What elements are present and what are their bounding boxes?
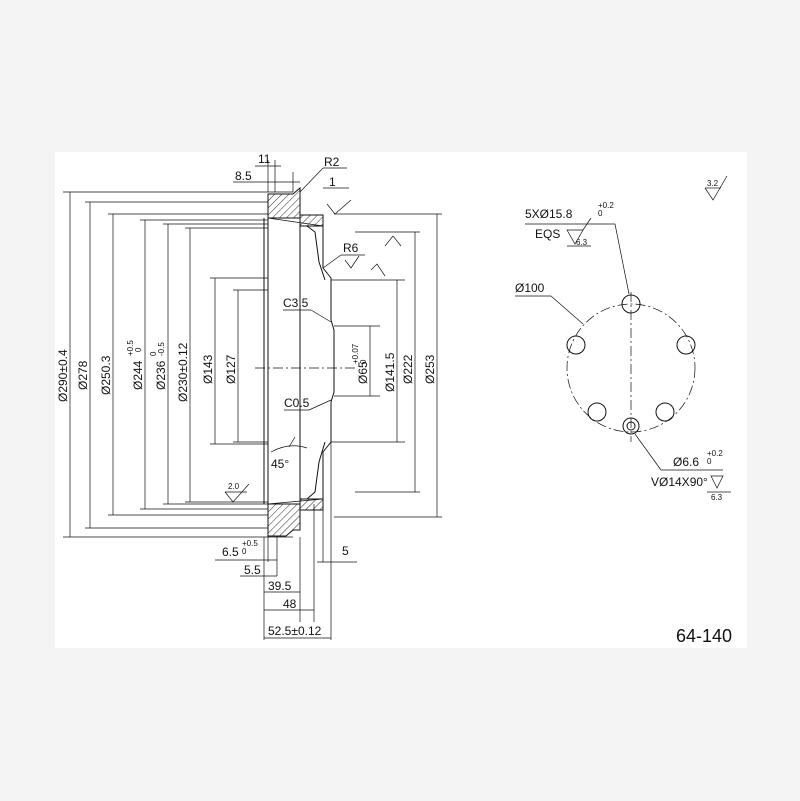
dim-230: Ø230±0.12	[176, 342, 190, 402]
dim-5: 5	[342, 544, 349, 558]
technical-drawing: Ø290±0.4 Ø278 Ø250.3 Ø244 Ø236 Ø230±0.12…	[56, 152, 731, 640]
section-view: Ø290±0.4 Ø278 Ø250.3 Ø244 Ø236 Ø230±0.12…	[56, 152, 442, 640]
dim-253: Ø253	[423, 354, 437, 384]
bolt-hole-5	[566, 335, 586, 355]
bolt-hole-4	[587, 402, 607, 422]
dim-143: Ø143	[201, 354, 215, 384]
roughness-mark-4	[344, 255, 360, 269]
holes-tol-lower: 0	[598, 209, 603, 218]
roughness-mark-face	[224, 483, 250, 503]
roughness-general-mark	[704, 175, 728, 201]
roughness-mark-3	[370, 263, 386, 277]
callout-c3-5: C3.5	[283, 296, 309, 310]
part-number: 64-140	[676, 626, 733, 646]
dim-r2: R2	[324, 155, 340, 169]
hole-pattern-view: 5XØ15.8 +0.2 0 EQS 6.3 Ø100 Ø6.6 +0.2 0 …	[515, 175, 731, 502]
dim-244-tol-upper: +0.5	[126, 340, 135, 356]
dim-8-5: 8.5	[235, 169, 252, 183]
bolt-hole-3	[655, 402, 675, 422]
roughness-mark-1	[326, 199, 352, 215]
holes-tol-upper: +0.2	[598, 201, 614, 210]
pilot-tol-lower: 0	[707, 457, 712, 466]
dim-65: Ø65	[356, 361, 370, 384]
dim-65-tol-upper: +0.07	[351, 343, 360, 364]
dim-250-3: Ø250.3	[99, 355, 113, 395]
dim-141-5: Ø141.5	[383, 352, 397, 392]
pilot-label: Ø6.6	[673, 455, 699, 469]
pilot-hole-outer	[622, 417, 640, 435]
dim-222: Ø222	[401, 354, 415, 384]
pilot-tol-upper: +0.2	[707, 449, 723, 458]
dim-65-tol-lower: 0	[359, 359, 368, 364]
dim-6-5: 6.5	[222, 545, 239, 559]
roughness-face: 2.0	[228, 482, 240, 491]
csk-label: VØ14X90°	[651, 475, 708, 489]
dim-48: 48	[283, 597, 297, 611]
dim-6-5-tol-lower: 0	[242, 547, 247, 556]
callout-r6: R6	[343, 241, 359, 255]
callout-c0-5: C0.5	[284, 396, 310, 410]
csk-roughness: 6.3	[711, 493, 723, 502]
dim-244-tol-lower: 0	[134, 347, 143, 352]
roughness-general: 3.2	[707, 179, 719, 188]
dim-127: Ø127	[224, 354, 238, 384]
section-bottom-hatch	[267, 503, 301, 537]
dim-11: 11	[258, 152, 271, 166]
callout-45-degree: 45°	[271, 457, 289, 471]
drawing-sheet: Ø290±0.4 Ø278 Ø250.3 Ø244 Ø236 Ø230±0.12…	[55, 152, 747, 648]
dim-290: Ø290±0.4	[56, 349, 70, 402]
dim-244: Ø244	[131, 360, 145, 390]
pcd-circle	[566, 303, 696, 433]
holes-label: 5XØ15.8	[525, 207, 573, 221]
dim-6-5-tol-upper: +0.5	[242, 539, 258, 548]
pcd-label: Ø100	[515, 281, 545, 295]
dim-236-tol-lower: -0.5	[157, 342, 166, 356]
dim-278: Ø278	[76, 360, 90, 390]
pilot-hole-inner	[626, 421, 636, 431]
dim-236-tol-upper: 0	[149, 351, 158, 356]
bolt-hole-1	[621, 294, 641, 314]
eqs-label: EQS	[535, 227, 560, 241]
dim-1: 1	[329, 175, 336, 189]
dim-52-5: 52.5±0.12	[268, 624, 322, 638]
bolt-hole-2	[676, 335, 696, 355]
dim-5-5: 5.5	[244, 563, 261, 577]
holes-roughness-triangle	[566, 229, 584, 245]
roughness-mark-2	[384, 235, 402, 247]
dim-39-5: 39.5	[268, 579, 292, 593]
section-top-hatch	[267, 186, 301, 219]
csk-roughness-triangle	[710, 475, 724, 489]
dim-236: Ø236	[154, 360, 168, 390]
holes-roughness: 6.3	[576, 238, 588, 247]
